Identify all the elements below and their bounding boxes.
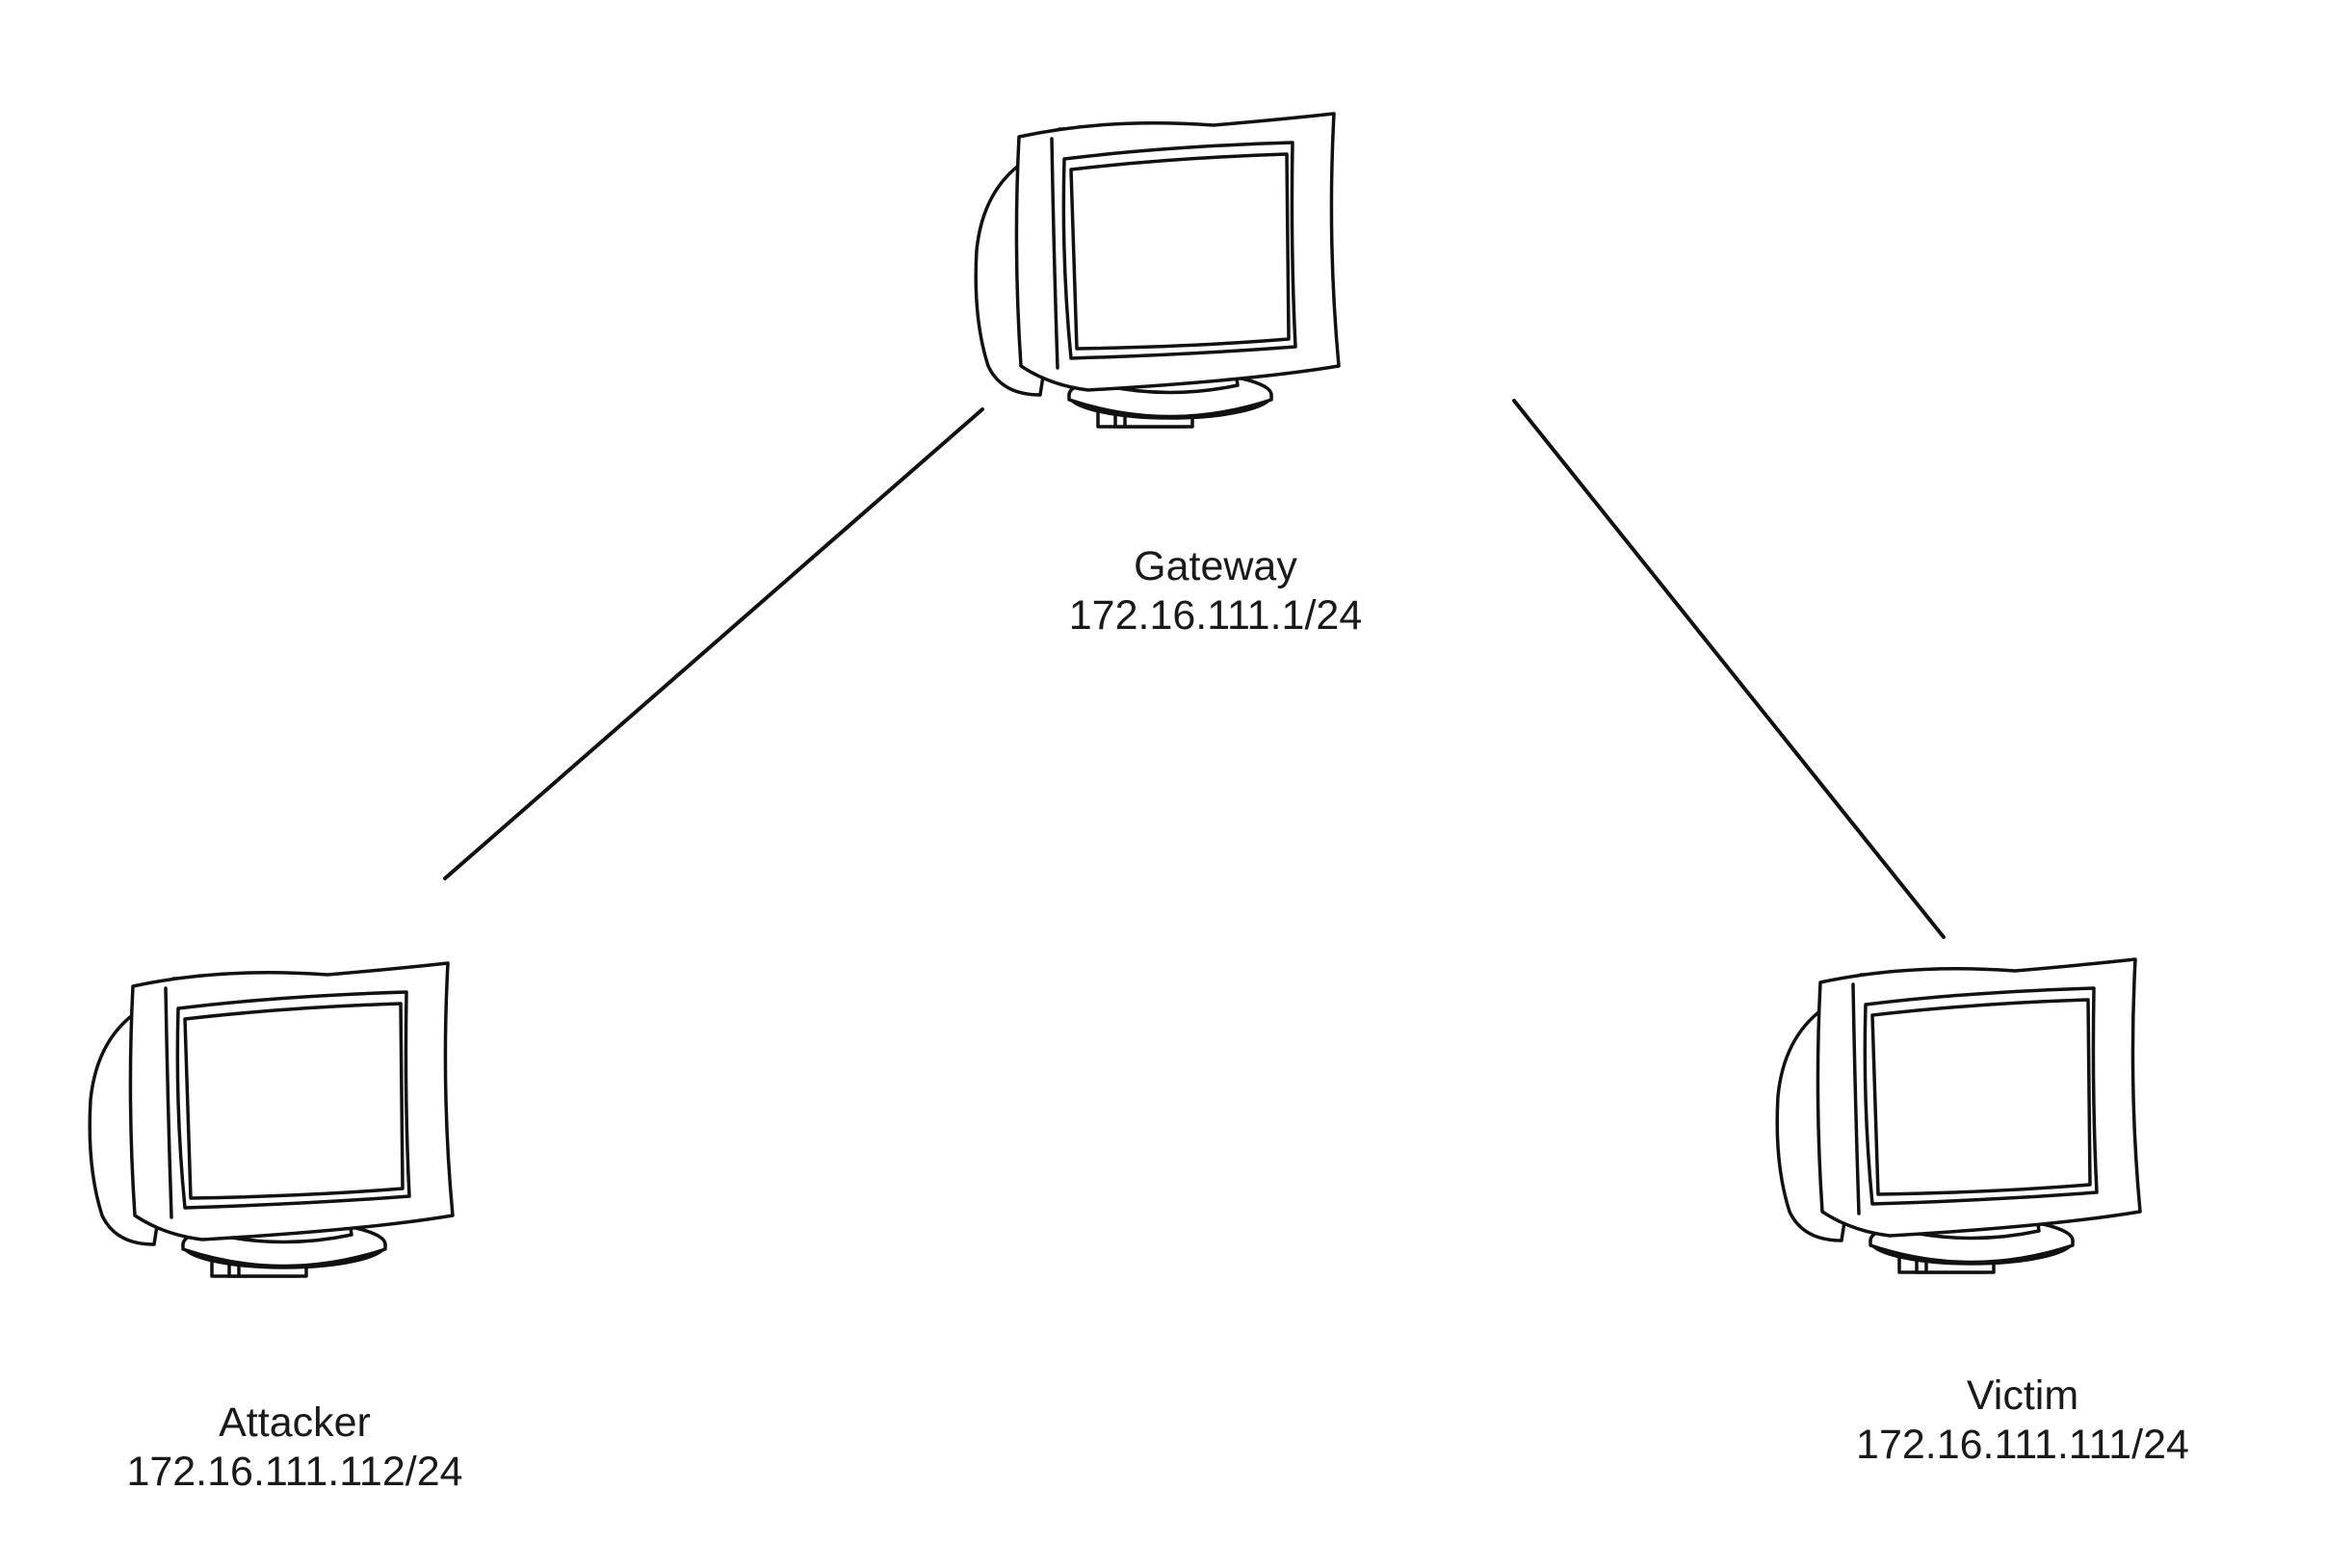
victim-name: Victim	[1966, 1372, 2079, 1419]
attacker-computer-icon	[88, 961, 455, 1278]
link-gateway-attacker	[443, 407, 984, 880]
attacker-label: Attacker 172.16.111.112/24	[6, 1398, 584, 1497]
attacker-ip: 172.16.111.112/24	[126, 1449, 463, 1495]
gateway-name: Gateway	[1134, 543, 1297, 589]
gateway-label: Gateway 172.16.111.1/24	[927, 542, 1504, 640]
victim-ip: 172.16.111.111/24	[1856, 1422, 2189, 1468]
link-gateway-victim	[1512, 399, 1946, 939]
gateway-computer-icon	[974, 112, 1341, 429]
gateway-ip: 172.16.111.1/24	[1068, 592, 1363, 639]
victim-computer-icon	[1775, 957, 2142, 1274]
victim-label: Victim 172.16.111.111/24	[1734, 1372, 2312, 1470]
attacker-name: Attacker	[219, 1399, 371, 1446]
